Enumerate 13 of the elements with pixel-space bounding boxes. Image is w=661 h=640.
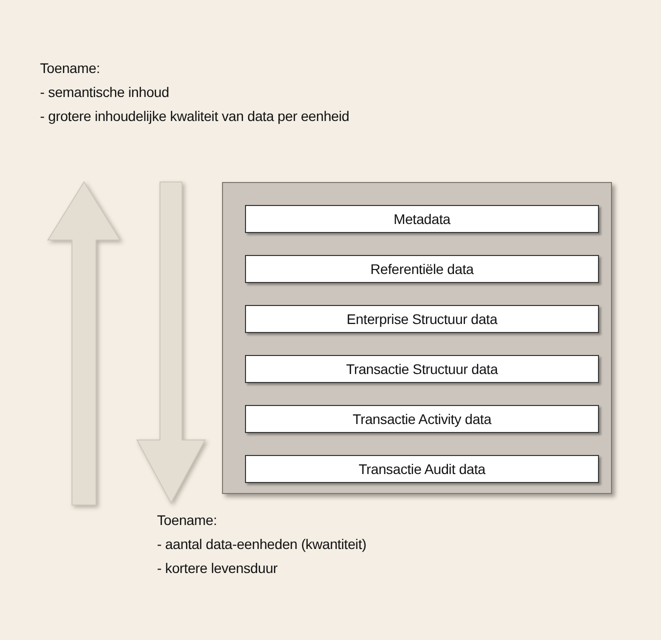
container-panel — [222, 182, 612, 494]
heading-label: Toename: — [40, 60, 100, 76]
data-layer-box: Transactie Audit data — [245, 455, 599, 483]
data-layer-box: Metadata — [245, 205, 599, 233]
list-item: - aantal data-eenheden (kwantiteit) — [157, 536, 366, 552]
data-layer-box: Transactie Activity data — [245, 405, 599, 433]
data-layer-box: Transactie Structuur data — [245, 355, 599, 383]
list-item: - grotere inhoudelijke kwaliteit van data per eenheid — [40, 108, 350, 124]
heading-label: Toename: — [157, 512, 217, 528]
list-item: - kortere levensduur — [157, 560, 278, 576]
list-item: - semantische inhoud — [40, 84, 170, 100]
data-layer-box: Enterprise Structuur data — [245, 305, 599, 333]
data-layer-box: Referentiële data — [245, 255, 599, 283]
